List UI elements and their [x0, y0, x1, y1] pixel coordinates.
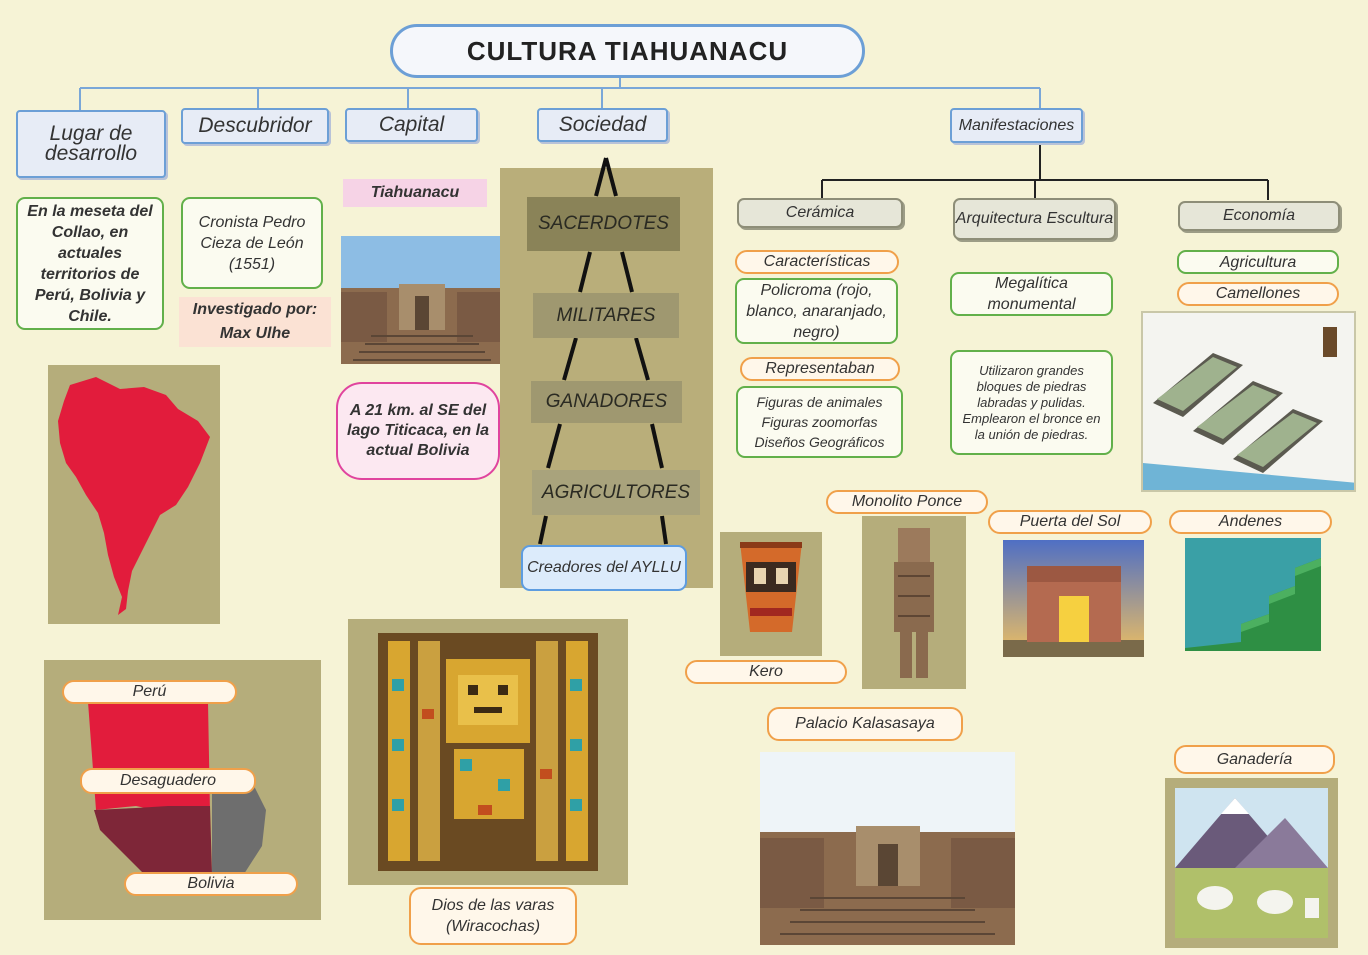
map-label-desaguadero: Desaguadero [80, 768, 256, 794]
kero-label: Kero [685, 660, 847, 684]
level-sacerdotes: SACERDOTES [527, 197, 680, 251]
dios-caption: Dios de las varas (Wiracochas) [409, 887, 577, 945]
andenes-image [1185, 538, 1321, 651]
kero-image [720, 532, 822, 656]
puerta-del-sol-image [1003, 540, 1144, 657]
header-sociedad: Sociedad [537, 108, 668, 142]
south-america-map [48, 365, 220, 624]
lugar-description: En la meseta del Collao, en actuales ter… [16, 197, 164, 330]
palacio-image [760, 752, 1015, 945]
investigado-text: Investigado por: Max Ulhe [179, 297, 331, 347]
level-ganadores: GANADORES [531, 381, 682, 423]
puerta-label: Puerta del Sol [988, 510, 1152, 534]
ganaderia-label: Ganadería [1174, 745, 1335, 774]
figura-item: Figuras zoomorfas [761, 414, 878, 430]
monolito-label: Monolito Ponce [826, 490, 988, 514]
arquitectura-header: Arquitectura Escultura [953, 198, 1116, 240]
header-manifestaciones: Manifestaciones [950, 108, 1083, 143]
ceramica-figuras: Figuras de animales Figuras zoomorfas Di… [736, 386, 903, 458]
camellones-box: Camellones [1177, 282, 1339, 306]
ceramica-representaban: Representaban [740, 357, 900, 381]
capital-location: A 21 km. al SE del lago Titicaca, en la … [336, 382, 500, 480]
ganaderia-image [1165, 778, 1338, 948]
andenes-label: Andenes [1169, 510, 1332, 534]
level-agricultores: AGRICULTORES [532, 470, 700, 515]
header-capital: Capital [345, 108, 478, 142]
ayllu-box: Creadores del AYLLU [521, 545, 687, 591]
capital-gate-image [341, 236, 503, 364]
economia-header: Economía [1178, 201, 1340, 231]
ceramica-caracteristicas: Características [735, 250, 899, 274]
ceramica-policroma: Policroma (rojo, blanco, anaranjado, neg… [735, 278, 898, 344]
megalitica-box: Megalítica monumental [950, 272, 1113, 316]
dios-varas-image [348, 619, 628, 885]
ceramica-header: Cerámica [737, 198, 903, 228]
figura-item: Figuras de animales [756, 394, 883, 410]
monolito-image [862, 516, 966, 689]
map-label-bolivia: Bolivia [124, 872, 298, 896]
page-title: CULTURA TIAHUANACU [390, 24, 865, 78]
map-label-peru: Perú [62, 680, 237, 704]
figura-item: Diseños Geográficos [754, 434, 885, 450]
arquitectura-descripcion: Utilizaron grandes bloques de piedras la… [950, 350, 1113, 455]
capital-name: Tiahuanacu [343, 179, 487, 207]
camellones-image [1141, 311, 1356, 492]
level-militares: MILITARES [533, 293, 679, 338]
header-lugar: Lugar de desarrollo [16, 110, 166, 178]
descubridor-description: Cronista Pedro Cieza de León (1551) [181, 197, 323, 289]
agricultura-box: Agricultura [1177, 250, 1339, 274]
header-descubridor: Descubridor [181, 108, 329, 144]
palacio-label: Palacio Kalasasaya [767, 707, 963, 741]
